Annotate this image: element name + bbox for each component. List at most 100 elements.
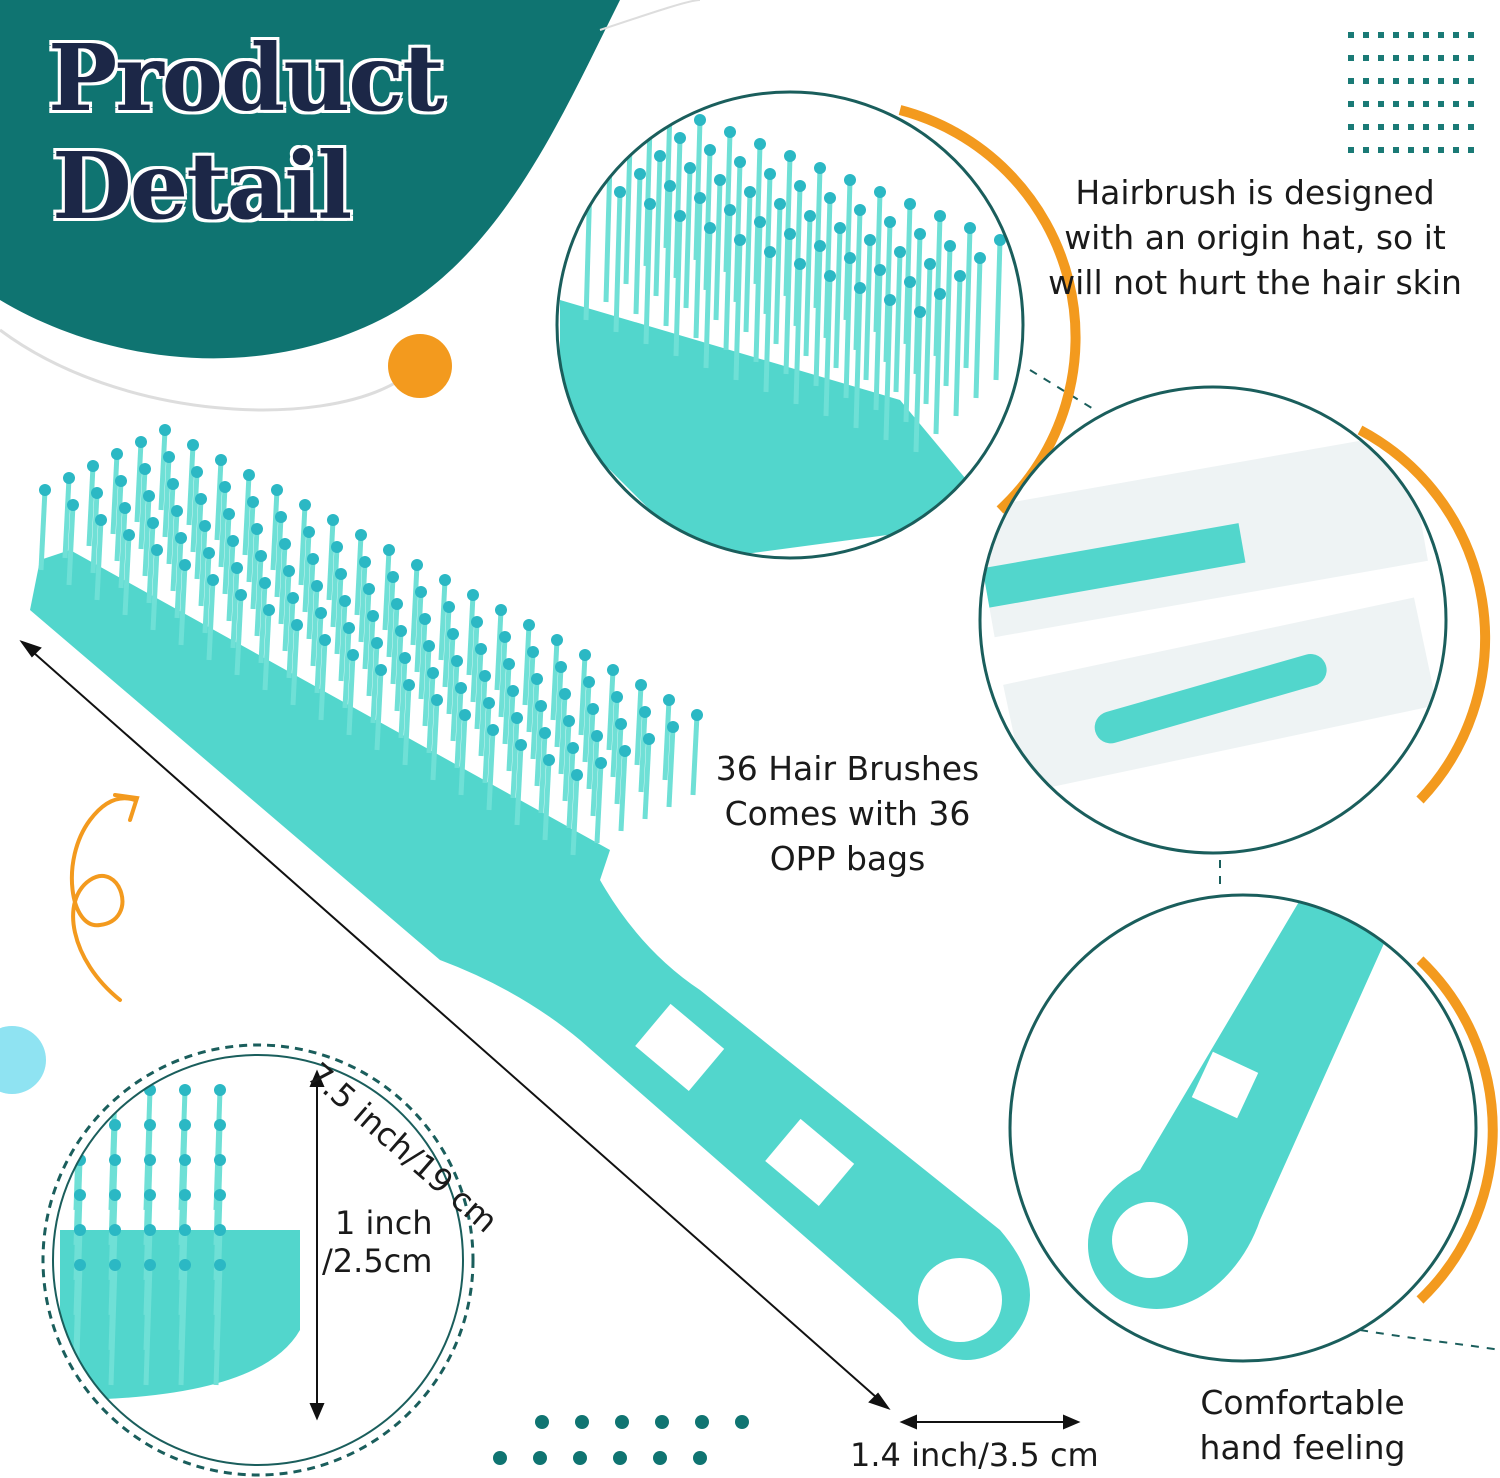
bristle-tip <box>611 691 623 703</box>
grid-dot <box>1468 32 1474 38</box>
row-dot <box>535 1415 549 1429</box>
bristle-tip <box>724 204 736 216</box>
bristle-tip <box>894 246 906 258</box>
bristle <box>494 609 504 691</box>
bristle <box>883 299 893 441</box>
bristle-tip <box>974 252 986 264</box>
bristle-tip <box>994 234 1006 246</box>
bristle <box>470 621 480 703</box>
bristle-tip <box>447 628 459 640</box>
bristle <box>554 666 564 748</box>
bristle <box>290 624 300 706</box>
bristle-tip <box>884 294 896 306</box>
bristle <box>743 191 753 333</box>
bristle-tip <box>67 499 79 511</box>
bristle-tip <box>251 523 263 535</box>
bristle <box>653 155 663 297</box>
bristle-tip <box>487 724 499 736</box>
bristle-tip <box>415 586 427 598</box>
bristle <box>342 627 352 709</box>
bristle-tip <box>299 499 311 511</box>
bristle <box>522 624 532 706</box>
bristle <box>354 534 364 616</box>
bristle-tip <box>391 598 403 610</box>
feature-caption-origin-hat: Hairbrush is designed with an origin hat… <box>1048 173 1462 302</box>
row-dot <box>575 1415 589 1429</box>
grid-dot <box>1453 124 1459 130</box>
grid-dot <box>1363 101 1369 107</box>
bristle <box>258 582 268 664</box>
bristle <box>542 759 552 841</box>
bristle <box>903 281 913 423</box>
bristle-tip <box>804 210 816 222</box>
grid-dot <box>1423 32 1429 38</box>
grid-dot <box>1468 55 1474 61</box>
bristle-tip <box>499 631 511 643</box>
bristle-tip <box>271 484 283 496</box>
bristle <box>278 543 288 625</box>
bristle-tip <box>591 730 603 742</box>
bristle-tip <box>694 114 706 126</box>
bristle <box>66 504 76 586</box>
bristle-tip <box>399 652 411 664</box>
grid-dot <box>1363 78 1369 84</box>
bristle-tip <box>451 655 463 667</box>
bristle-tip <box>111 448 123 460</box>
bristle-tip <box>214 1154 226 1166</box>
grid-dot <box>1363 32 1369 38</box>
bristle-tip <box>315 607 327 619</box>
bristle <box>170 510 180 592</box>
bristle-tip <box>704 222 716 234</box>
grid-dot <box>1468 78 1474 84</box>
bristle-tip <box>567 742 579 754</box>
bristle <box>558 693 568 775</box>
bristle-tip <box>443 601 455 613</box>
bristle <box>538 732 548 814</box>
grid-dot <box>1378 124 1384 130</box>
bristle <box>634 684 644 766</box>
bristle <box>913 311 923 453</box>
bristle <box>338 600 348 682</box>
grid-dot <box>1348 32 1354 38</box>
bristle-tip <box>503 658 515 670</box>
bristle-tip <box>179 1224 191 1236</box>
grid-dot <box>1363 55 1369 61</box>
bristle <box>693 197 703 339</box>
bristle-tip <box>171 505 183 517</box>
bristle-tip <box>179 1119 191 1131</box>
bristle <box>62 477 72 559</box>
decorative-curve <box>0 328 401 412</box>
bristle-tip <box>664 180 676 192</box>
bristle <box>346 654 356 736</box>
grid-dot <box>1378 101 1384 107</box>
grid-dot <box>1438 78 1444 84</box>
bristle-tip <box>559 688 571 700</box>
bristle <box>923 263 933 405</box>
bristle-tip <box>551 634 563 646</box>
bristle-tip <box>259 577 271 589</box>
bristle-tip <box>515 739 527 751</box>
bristle-tip <box>123 529 135 541</box>
bristle <box>482 702 492 784</box>
bristle <box>666 726 676 808</box>
bristle-tip <box>471 616 483 628</box>
row-dot <box>533 1451 547 1465</box>
bristle <box>534 705 544 787</box>
bristle-tip <box>179 1084 191 1096</box>
bristle <box>262 609 272 691</box>
orange-dot <box>388 334 452 398</box>
bristle <box>578 654 588 736</box>
bristle <box>318 639 328 721</box>
bristle <box>566 747 576 829</box>
bristle-tip <box>691 709 703 721</box>
bristle-tip <box>904 276 916 288</box>
bristle-tip <box>119 502 131 514</box>
bristle-tip <box>219 481 231 493</box>
row-dot <box>493 1451 507 1465</box>
bristle-tip <box>144 1119 156 1131</box>
bristle-tip <box>95 514 107 526</box>
bristle-tip <box>109 1189 121 1201</box>
bristle <box>863 239 873 381</box>
bristle-tip <box>151 544 163 556</box>
bristle <box>486 729 496 811</box>
